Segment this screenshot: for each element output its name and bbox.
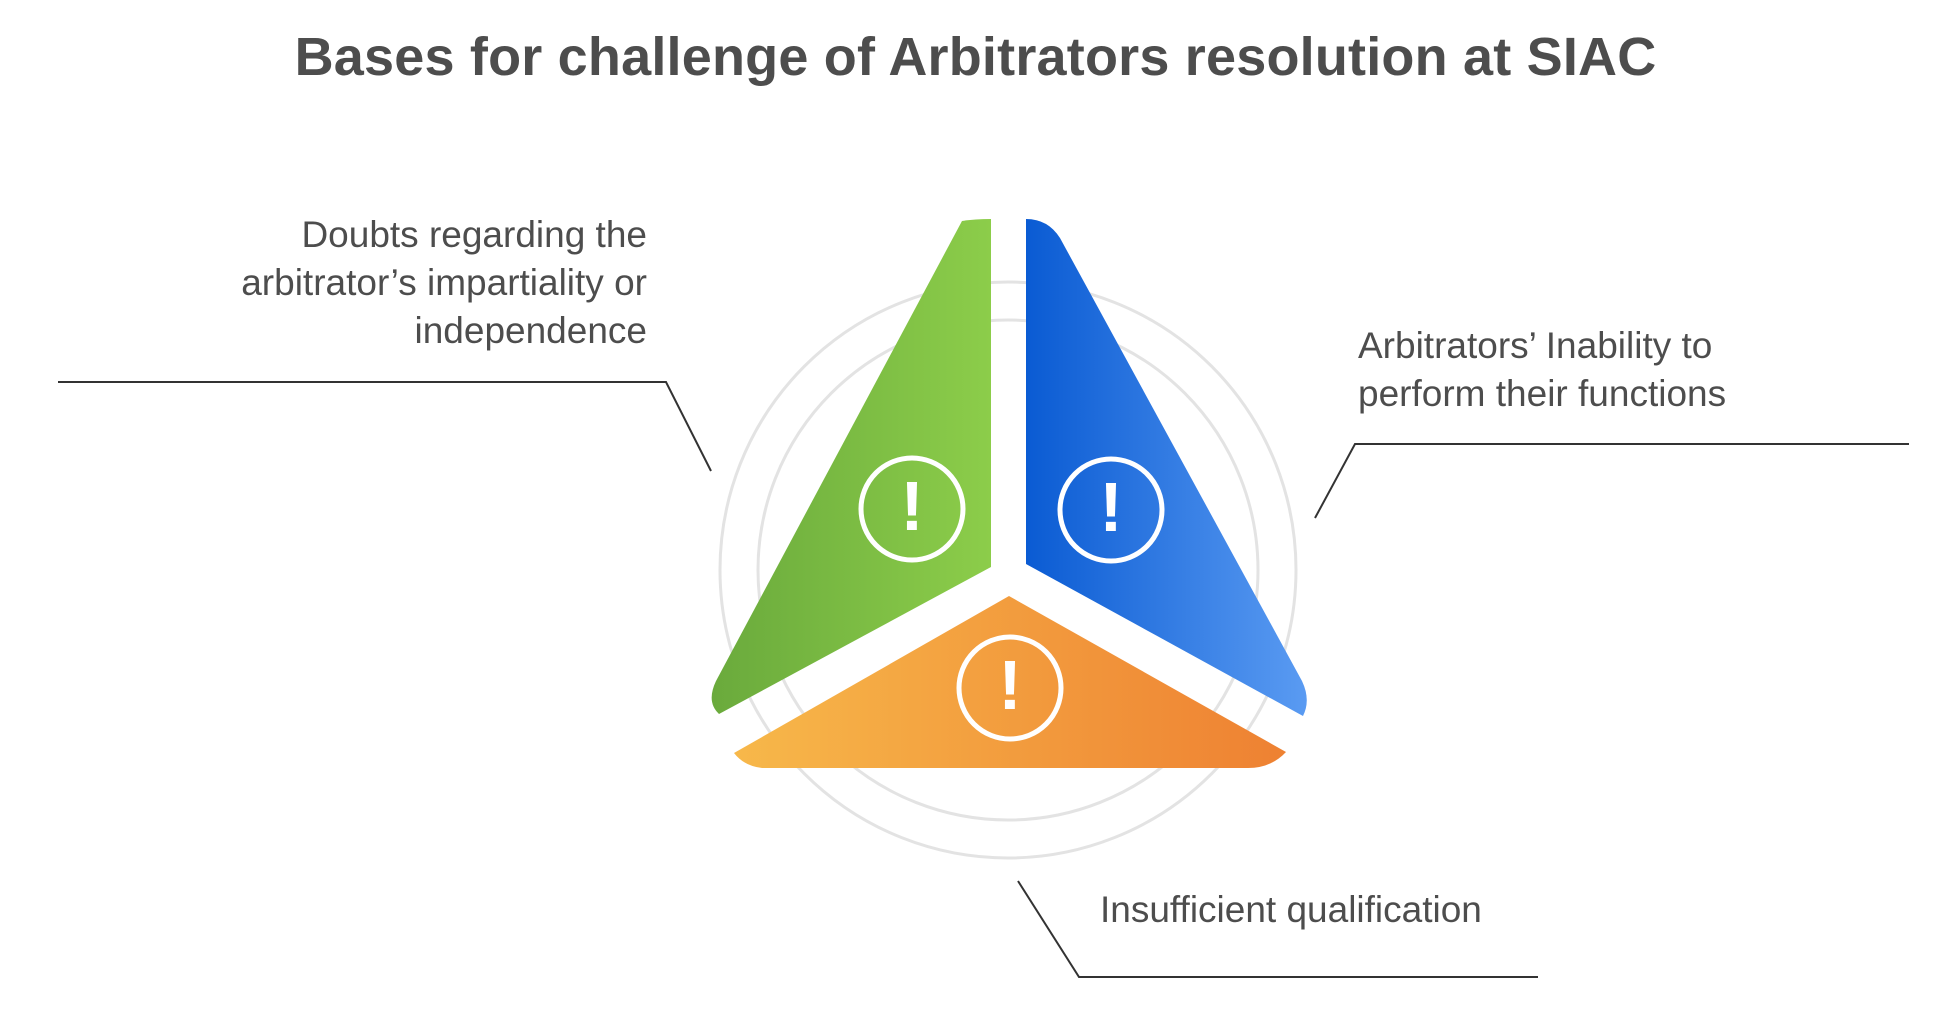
segment-qualification-exclamation-circle-icon: ! bbox=[956, 634, 1064, 742]
leader-line-inability bbox=[1314, 443, 1909, 519]
label-inability-line-1: Arbitrators’ Inability to bbox=[1358, 325, 1713, 366]
diagram-title: Bases for challenge of Arbitrators resol… bbox=[294, 27, 1657, 87]
segment-impartiality: ! bbox=[711, 219, 991, 714]
background-rings bbox=[718, 280, 1298, 860]
label-impartiality: Doubts regarding the arbitrator’s impart… bbox=[87, 211, 647, 355]
label-impartiality-line-1: Doubts regarding the bbox=[301, 214, 647, 255]
segment-qualification: ! bbox=[734, 596, 1286, 768]
segment-inability-shape bbox=[1026, 219, 1307, 716]
label-qualification-line-1: Insufficient qualification bbox=[1100, 889, 1482, 930]
segment-inability: ! bbox=[1026, 219, 1307, 716]
label-inability: Arbitrators’ Inability to perform their … bbox=[1358, 322, 1918, 418]
label-impartiality-line-3: independence bbox=[414, 310, 648, 351]
segment-impartiality-shape bbox=[711, 219, 991, 714]
segment-qualification-shape bbox=[734, 596, 1286, 768]
segment-impartiality-exclamation-circle-icon: ! bbox=[858, 455, 966, 563]
label-inability-line-2: perform their functions bbox=[1358, 373, 1727, 414]
label-impartiality-line-2: arbitrator’s impartiality or bbox=[241, 262, 647, 303]
svg-text:!: ! bbox=[998, 646, 1021, 724]
leader-lines bbox=[58, 381, 1909, 978]
leader-line-impartiality bbox=[58, 381, 712, 472]
inner-ring bbox=[756, 318, 1260, 822]
leader-line-qualification bbox=[1017, 880, 1538, 978]
label-qualification: Insufficient qualification bbox=[1100, 886, 1700, 934]
outer-ring bbox=[718, 280, 1298, 860]
svg-text:!: ! bbox=[1099, 468, 1122, 546]
svg-text:!: ! bbox=[900, 467, 923, 545]
segment-inability-exclamation-circle-icon: ! bbox=[1057, 456, 1165, 564]
